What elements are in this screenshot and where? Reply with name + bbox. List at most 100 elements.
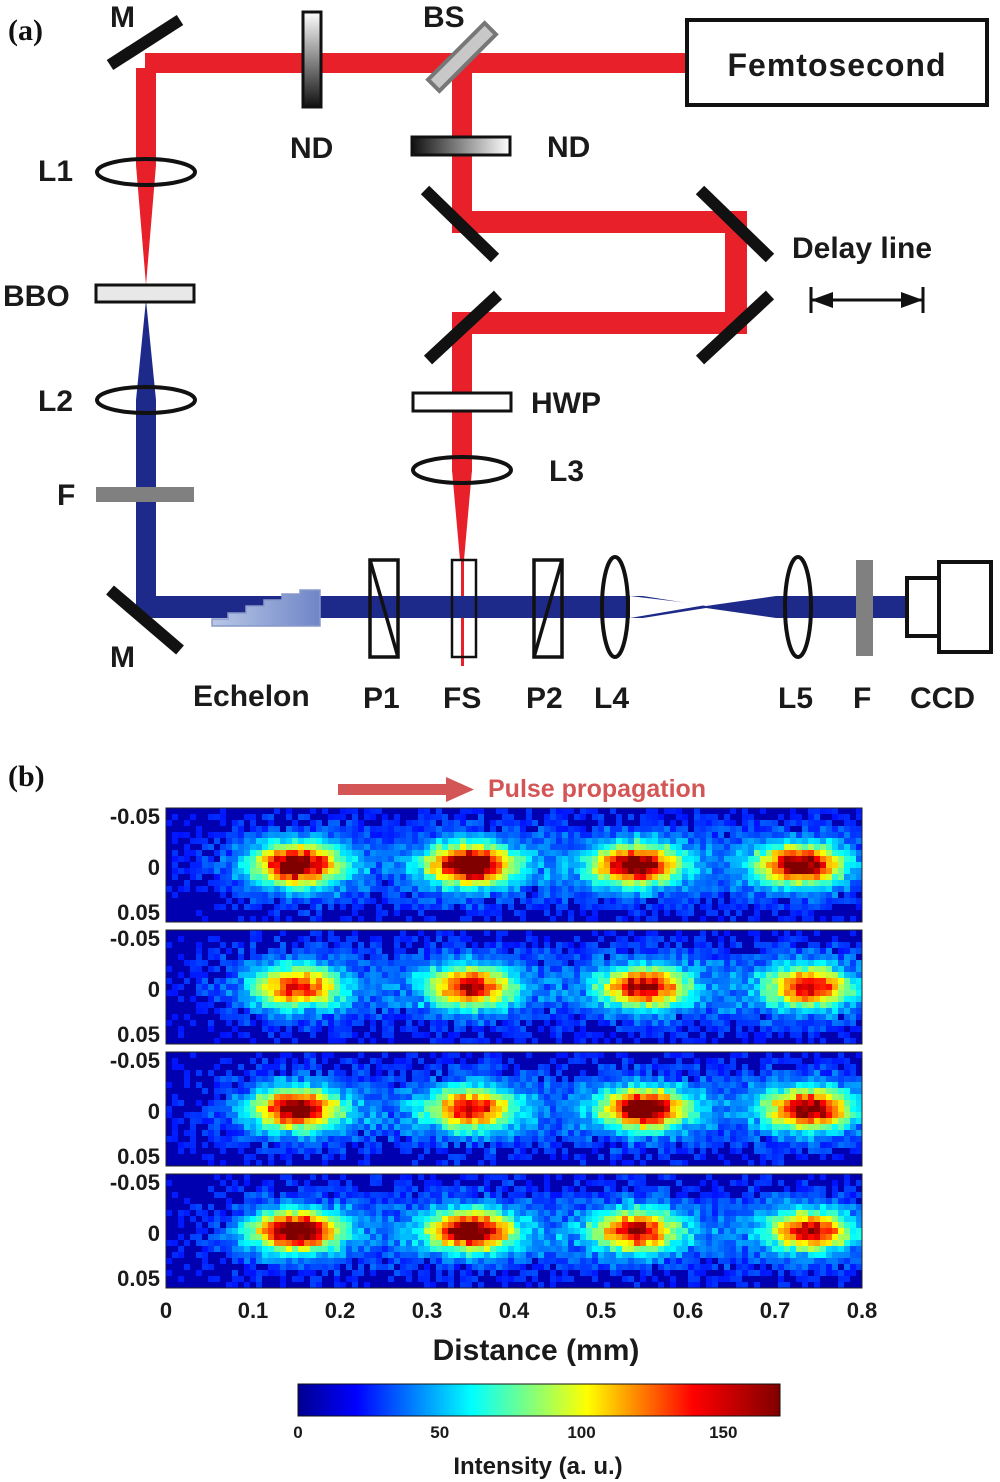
label-bbo: BBO — [3, 280, 70, 313]
heatmap-cell — [604, 826, 610, 832]
heatmap-cell — [634, 1008, 640, 1014]
heatmap-cell — [280, 1082, 286, 1088]
heatmap-cell — [508, 984, 514, 990]
heatmap-cell — [484, 1124, 490, 1130]
heatmap-cell — [280, 990, 286, 996]
heatmap-cell — [610, 1100, 616, 1106]
heatmap-cell — [796, 1136, 802, 1142]
heatmap-cell — [484, 1064, 490, 1070]
heatmap-cell — [334, 874, 340, 880]
heatmap-cell — [538, 844, 544, 850]
heatmap-cell — [634, 1082, 640, 1088]
heatmap-cell — [256, 1052, 262, 1058]
heatmap-cell — [460, 1038, 466, 1044]
heatmap-cell — [706, 844, 712, 850]
heatmap-cell — [436, 814, 442, 820]
heatmap-cell — [580, 996, 586, 1002]
heatmap-cell — [472, 850, 478, 856]
heatmap-cell — [508, 1112, 514, 1118]
heatmap-cell — [460, 1076, 466, 1082]
heatmap-cell — [388, 1100, 394, 1106]
heatmap-cell — [562, 954, 568, 960]
heatmap-cell — [472, 1124, 478, 1130]
heatmap-cell — [196, 972, 202, 978]
heatmap-cell — [394, 1014, 400, 1020]
heatmap-cell — [490, 1070, 496, 1076]
heatmap-cell — [250, 960, 256, 966]
heatmap-cell — [796, 850, 802, 856]
heatmap-cell — [352, 850, 358, 856]
heatmap-cell — [838, 990, 844, 996]
heatmap-cell — [646, 850, 652, 856]
heatmap-cell — [556, 820, 562, 826]
heatmap-cell — [220, 874, 226, 880]
heatmap-cell — [664, 1082, 670, 1088]
heatmap-cell — [430, 1026, 436, 1032]
heatmap-cell — [790, 984, 796, 990]
heatmap-cell — [484, 904, 490, 910]
heatmap-cell — [826, 978, 832, 984]
heatmap-cell — [574, 886, 580, 892]
heatmap-cell — [670, 844, 676, 850]
heatmap-cell — [562, 942, 568, 948]
heatmap-cell — [778, 1130, 784, 1136]
heatmap-cell — [358, 1038, 364, 1044]
heatmap-cell — [364, 1088, 370, 1094]
heatmap-cell — [358, 1020, 364, 1026]
heatmap-cell — [178, 1064, 184, 1070]
heatmap-cell — [682, 826, 688, 832]
heatmap-cell — [832, 1008, 838, 1014]
heatmap-cell — [676, 1026, 682, 1032]
heatmap-cell — [676, 942, 682, 948]
heatmap-cell — [292, 1002, 298, 1008]
heatmap-cell — [370, 942, 376, 948]
heatmap-cell — [550, 1094, 556, 1100]
heatmap-cell — [418, 1100, 424, 1106]
heatmap-cell — [670, 1124, 676, 1130]
heatmap-cell — [670, 1130, 676, 1136]
heatmap-cell — [226, 1100, 232, 1106]
heatmap-cell — [292, 1100, 298, 1106]
heatmap-cell — [736, 1020, 742, 1026]
polarizer-p1 — [368, 558, 400, 659]
heatmap-cell — [424, 916, 430, 922]
heatmap-cell — [352, 996, 358, 1002]
heatmap-cell — [322, 880, 328, 886]
heatmap-cell — [838, 856, 844, 862]
heatmap-cell — [214, 862, 220, 868]
heatmap-cell — [688, 886, 694, 892]
heatmap-cell — [850, 856, 856, 862]
heatmap-cell — [526, 1130, 532, 1136]
heatmap-cell — [538, 850, 544, 856]
heatmap-cell — [280, 868, 286, 874]
heatmap-cell — [412, 892, 418, 898]
heatmap-cell — [808, 1026, 814, 1032]
heatmap-cell — [772, 1008, 778, 1014]
heatmap-cell — [784, 874, 790, 880]
heatmap-cell — [382, 1064, 388, 1070]
heatmap-cell — [586, 1076, 592, 1082]
heatmap-cell — [244, 1088, 250, 1094]
heatmap-cell — [592, 874, 598, 880]
heatmap-cell — [808, 1088, 814, 1094]
heatmap-cell — [754, 850, 760, 856]
heatmap-cell — [694, 1124, 700, 1130]
heatmap-cell — [448, 838, 454, 844]
heatmap-cell — [598, 972, 604, 978]
heatmap-cell — [448, 1094, 454, 1100]
heatmap-cell — [700, 936, 706, 942]
heatmap-cell — [802, 910, 808, 916]
heatmap-cell — [370, 832, 376, 838]
heatmap-cell — [562, 1020, 568, 1026]
heatmap-cell — [346, 868, 352, 874]
heatmap-cell — [742, 856, 748, 862]
heatmap-cell — [604, 966, 610, 972]
heatmap-cell — [388, 996, 394, 1002]
heatmap-cell — [502, 1076, 508, 1082]
heatmap-cell — [226, 1058, 232, 1064]
heatmap-cell — [622, 1026, 628, 1032]
heatmap-cell — [346, 1136, 352, 1142]
heatmap-cell — [430, 972, 436, 978]
heatmap-cell — [166, 942, 172, 948]
heatmap-cell — [706, 910, 712, 916]
